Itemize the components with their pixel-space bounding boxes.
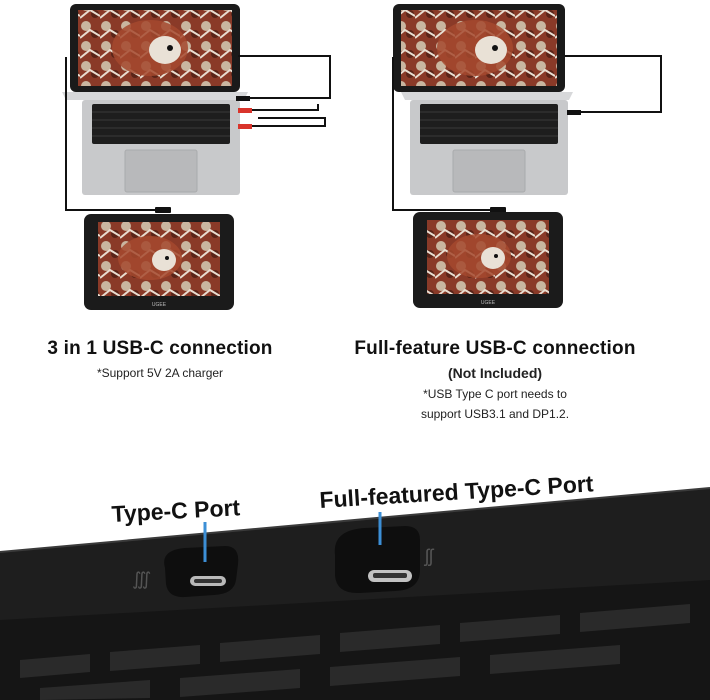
laptop	[393, 4, 573, 195]
tablet-brand-logo: UGEE	[152, 302, 167, 308]
laptop	[62, 4, 248, 195]
usb-plug-red-2	[238, 124, 252, 129]
cable	[392, 55, 662, 211]
right-caption: Full-feature USB-C connection (Not Inclu…	[330, 338, 660, 424]
vent-grille	[20, 604, 690, 700]
pen-display-tablet	[413, 212, 563, 308]
left-title: 3 in 1 USB-C connection	[47, 338, 273, 359]
power-charge-icon: ∭	[132, 569, 151, 589]
not-included-label: (Not Included)	[447, 365, 543, 381]
port-closeup-illustration: ∭ ʃʃ Type-C Port Full-featured Type-C Po…	[0, 470, 710, 700]
full-featured-type-c-port	[334, 526, 420, 594]
usb-plug-red	[238, 108, 252, 113]
right-title: Full-feature USB-C connection	[354, 338, 636, 359]
usb-logo-icon: ʃʃ	[423, 546, 435, 566]
type-c-port-label: Type-C Port	[111, 494, 241, 527]
right-setup-illustration: UGEE	[392, 4, 662, 308]
tablet-plug	[490, 207, 506, 213]
left-note: *Support 5V 2A charger	[96, 366, 224, 380]
left-caption: 3 in 1 USB-C connection *Support 5V 2A c…	[0, 338, 320, 383]
usb-c-plug	[567, 110, 581, 115]
right-note-line2: support USB3.1 and DP1.2.	[420, 407, 570, 421]
tablet-brand-logo: UGEE	[481, 300, 496, 306]
cables	[65, 55, 331, 211]
pen-display-tablet	[84, 214, 234, 310]
type-c-port	[164, 546, 239, 598]
right-note-line1: *USB Type C port needs to	[423, 387, 567, 401]
tablet-plug	[155, 207, 171, 213]
left-setup-illustration: UGEE	[62, 4, 331, 310]
usb-c-plug	[236, 96, 250, 101]
